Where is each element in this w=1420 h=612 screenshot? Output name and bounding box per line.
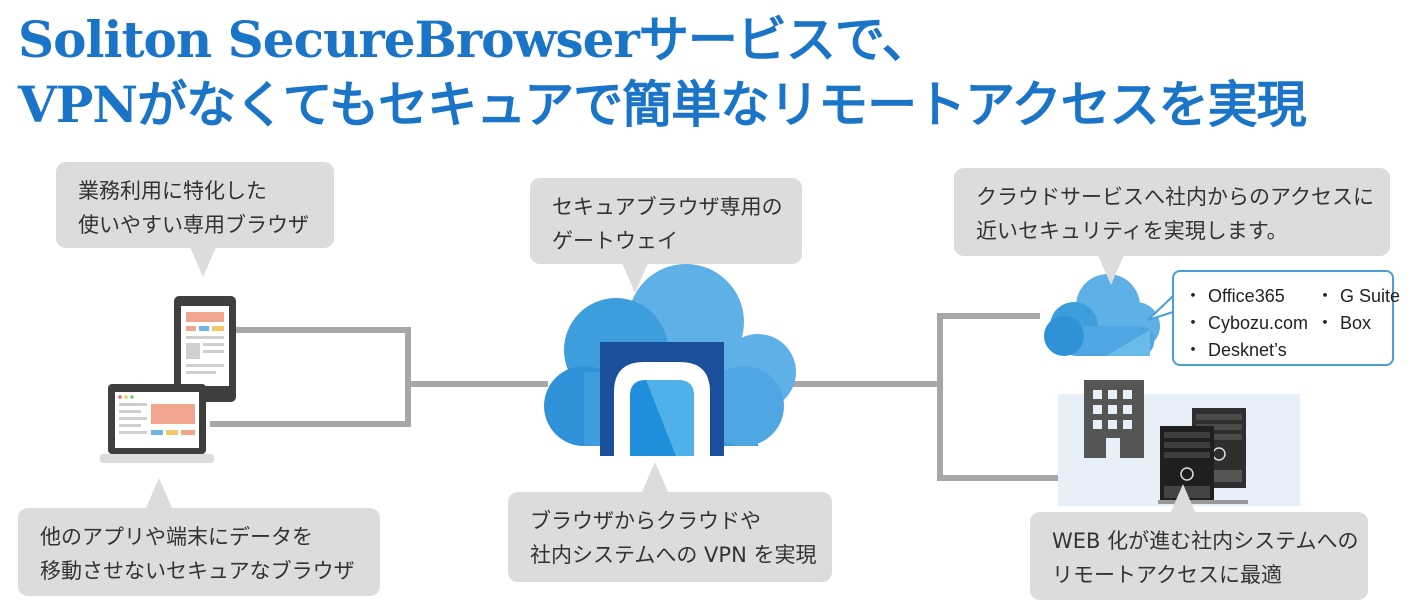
headline-line-1: Soliton SecureBrowserサービスで、 bbox=[18, 10, 932, 69]
smartphone-icon bbox=[174, 296, 236, 402]
laptop-icon bbox=[100, 384, 214, 463]
headline-line-2: VPNがなくてもセキュアで簡単なリモートアクセスを実現 bbox=[18, 75, 1307, 134]
callout-browser-line-2: 使いやすい専用ブラウザ bbox=[78, 213, 309, 237]
callout-vpn-tail bbox=[642, 462, 668, 492]
callout-vpn-line-2: 社内システムへの VPN を実現 bbox=[530, 543, 817, 567]
callout-cloud-line-2: 近いセキュリティを実現します。 bbox=[976, 219, 1288, 243]
service-item: ・Cybozu.com bbox=[1184, 313, 1309, 333]
server-icon bbox=[1158, 408, 1248, 504]
callout-data-tail bbox=[146, 478, 172, 508]
cloud-services-list: ・Office365 ・G Suite ・Cybozu.com ・Box ・De… bbox=[1172, 270, 1400, 366]
callout-cloud: クラウドサービスへ社内からのアクセスに 近いセキュリティを実現します。 bbox=[954, 168, 1390, 256]
callout-vpn: ブラウザからクラウドや 社内システムへの VPN を実現 bbox=[508, 492, 832, 582]
callout-web-line-1: WEB 化が進む社内システムへの bbox=[1052, 529, 1359, 553]
callout-vpn-line-1: ブラウザからクラウドや bbox=[530, 509, 761, 533]
callout-data: 他のアプリや端末にデータを 移動させないセキュアなブラウザ bbox=[18, 508, 380, 596]
callout-data-line-1: 他のアプリや端末にデータを bbox=[40, 525, 313, 549]
service-item: ・G Suite bbox=[1316, 286, 1401, 306]
services-tail bbox=[1147, 295, 1174, 321]
callout-web-line-2: リモートアクセスに最適 bbox=[1052, 563, 1282, 587]
service-cloud-icon bbox=[1044, 274, 1160, 356]
callout-gateway-tail bbox=[622, 263, 648, 293]
callout-web: WEB 化が進む社内システムへの リモートアクセスに最適 bbox=[1030, 512, 1368, 600]
callout-browser-tail bbox=[190, 247, 216, 277]
office-building-icon bbox=[1084, 380, 1144, 458]
connector-lines bbox=[210, 313, 1060, 481]
callout-gateway: セキュアブラウザ専用の ゲートウェイ bbox=[530, 178, 802, 264]
service-item: ・Desknet’s bbox=[1184, 340, 1287, 360]
callout-browser: 業務利用に特化した 使いやすい専用ブラウザ bbox=[56, 162, 334, 248]
callout-browser-line-1: 業務利用に特化した bbox=[78, 179, 267, 203]
callout-cloud-tail bbox=[1098, 255, 1124, 285]
gateway-cloud-icon bbox=[544, 264, 796, 456]
callout-gateway-line-2: ゲートウェイ bbox=[552, 229, 678, 253]
callout-data-line-2: 移動させないセキュアなブラウザ bbox=[40, 559, 355, 583]
callout-cloud-line-1: クラウドサービスへ社内からのアクセスに bbox=[976, 185, 1374, 209]
service-item: ・Office365 bbox=[1184, 286, 1285, 306]
service-item: ・Box bbox=[1316, 313, 1372, 333]
callout-gateway-line-1: セキュアブラウザ専用の bbox=[552, 195, 783, 219]
callout-web-tail bbox=[1170, 484, 1196, 514]
